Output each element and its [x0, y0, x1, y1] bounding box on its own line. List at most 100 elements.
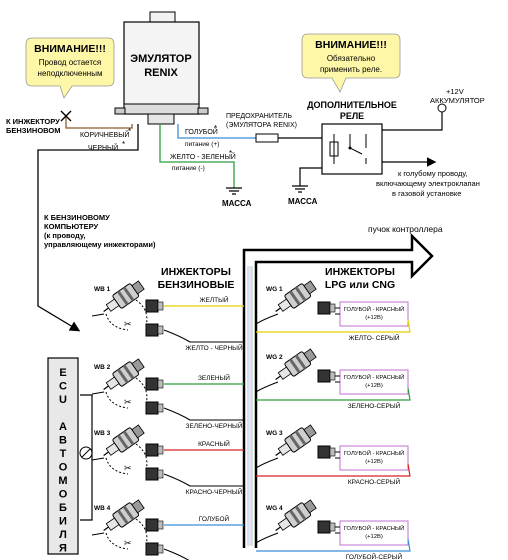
- petrol-wire-a-label: ГОЛУБОЙ: [199, 514, 230, 523]
- petrol-injectors-title-2: БЕНЗИНОВЫЕ: [158, 279, 235, 291]
- to-blue-wire-label-2: включающему электроклапан: [376, 179, 480, 188]
- gas-box-line1: ГОЛУБОЙ - КРАСНЫЙ: [344, 373, 405, 381]
- gas-injector-label: WG 2: [266, 354, 283, 361]
- gas-box-line2: (+12В): [365, 534, 383, 540]
- emulator-renix: ЭМУЛЯТОР RENIX: [114, 11, 209, 125]
- petrol-injector-3: WB 3 ✂ КРАСНЫЙ КРАСНО-ЧЕРНЫЙ: [91, 424, 244, 496]
- ecu-letter: О: [59, 462, 68, 474]
- to-petrol-injector-label-2: БЕНЗИНОВОМ: [6, 126, 60, 135]
- petrol-injector-label: WB 2: [94, 364, 111, 371]
- ecu-letter: Я: [59, 543, 67, 555]
- ecu-letter: О: [59, 489, 68, 501]
- to-computer-label-1: К БЕНЗИНОВОМУ: [44, 213, 110, 222]
- gas-box-line2: (+12В): [365, 315, 383, 321]
- connector-icon: [145, 443, 164, 457]
- injector-icon: [103, 280, 145, 312]
- gas-injector-3: WG 3 ГОЛУБОЙ - КРАСНЫЙ (+12В) КРАСНО-СЕРЫЙ: [255, 424, 411, 486]
- scissors-icon: ✂: [124, 463, 132, 473]
- gas-injector-label: WG 3: [266, 430, 283, 437]
- fuse-label-2: (ЭМУЛЯТОРА RENIX): [226, 122, 297, 129]
- warning-right: ВНИМАНИЕ!!! Обязательно применить реле.: [301, 33, 401, 93]
- blue-power-wire-label: ГОЛУБОЙ: [185, 127, 218, 136]
- gas-wire-label: КРАСНО-СЕРЫЙ: [348, 477, 401, 486]
- battery-label-1: +12V: [446, 87, 464, 96]
- to-computer-label-2: КОМПЬЮТЕРУ: [44, 222, 98, 231]
- svg-text:*: *: [122, 140, 125, 149]
- to-computer-label-3: (к проводу,: [44, 231, 86, 240]
- petrol-injectors-title-1: ИНЖЕКТОРЫ: [161, 266, 231, 278]
- warning-right-title: ВНИМАНИЕ!!!: [315, 39, 387, 51]
- gas-box-line2: (+12В): [365, 383, 383, 389]
- ecu-letter: Т: [60, 448, 67, 460]
- battery-label-2: АККУМУЛЯТОР: [430, 96, 485, 105]
- connector-icon: [317, 369, 336, 383]
- gas-wire-label: ЖЕЛТО- СЕРЫЙ: [348, 333, 399, 342]
- emulator-title: ЭМУЛЯТОР: [130, 53, 191, 65]
- emulator-subtitle: RENIX: [144, 67, 178, 79]
- ecu-letter: В: [59, 435, 67, 447]
- scissors-icon: ✂: [124, 397, 132, 407]
- ground-1-label: МАССА: [222, 199, 252, 208]
- connector-icon: [317, 445, 336, 459]
- connector-icon: [317, 301, 336, 315]
- additional-relay: ДОПОЛНИТЕЛЬНОЕ РЕЛЕ: [307, 100, 397, 175]
- gas-box-line1: ГОЛУБОЙ - КРАСНЫЙ: [344, 449, 405, 457]
- gas-box-line1: ГОЛУБОЙ - КРАСНЫЙ: [344, 305, 405, 313]
- to-computer-label-4: управляющему инжекторами): [44, 240, 156, 249]
- petrol-wire-b-label: КРАСНО-ЧЕРНЫЙ: [186, 487, 243, 496]
- to-blue-wire-label-3: в газовой установке: [392, 189, 461, 198]
- gas-injector-1: WG 1 ГОЛУБОЙ - КРАСНЫЙ (+12В) ЖЕЛТО- СЕРЫЙ: [255, 280, 411, 342]
- petrol-injector-label: WB 1: [94, 286, 111, 293]
- connector-icon: [317, 520, 336, 534]
- warning-left-line2: неподключенным: [38, 69, 103, 78]
- gas-injectors-title-1: ИНЖЕКТОРЫ: [325, 266, 395, 278]
- connector-icon: [145, 377, 164, 391]
- injector-icon: [103, 424, 145, 456]
- svg-text:*: *: [128, 127, 131, 136]
- warning-right-line1: Обязательно: [327, 54, 376, 63]
- petrol-wire-b-label: ЗЕЛЕНО-ЧЕРНЫЙ: [186, 421, 243, 430]
- svg-text:*: *: [214, 124, 217, 133]
- injector-icon: [103, 358, 145, 390]
- ecu-letter: Б: [59, 502, 67, 514]
- connector-icon: [145, 542, 164, 556]
- connector-icon: [145, 401, 164, 415]
- gas-injectors-title-2: LPG или CNG: [325, 279, 395, 291]
- fuse-label-1: ПРЕДОХРАНИТЕЛЬ: [226, 113, 292, 120]
- yellow-green-wire-label: ЖЕЛТО - ЗЕЛЕНЫЙ: [170, 152, 236, 161]
- gas-box-line2: (+12В): [365, 459, 383, 465]
- petrol-injector-4: WB 4✂ГОЛУБОЙГОЛУБОЙ-ЧЕРНЫЙ: [91, 499, 244, 560]
- injector-icon: [275, 424, 317, 456]
- gas-box-line1: ГОЛУБОЙ - КРАСНЫЙ: [344, 524, 405, 532]
- gas-injector-label: WG 1: [266, 286, 283, 293]
- ecu-letter: U: [59, 394, 67, 406]
- petrol-injector-label: WB 3: [94, 430, 111, 437]
- petrol-wire-a-label: КРАСНЫЙ: [198, 439, 230, 448]
- connector-icon: [145, 518, 164, 532]
- petrol-wire-a-label: ЖЕЛТЫЙ: [200, 295, 229, 304]
- power-plus-label: питание (+): [185, 141, 219, 148]
- brown-wire-label: КОРИЧНЕВЫЙ: [80, 130, 129, 139]
- power-minus-label: питание (-): [172, 165, 205, 172]
- ecu-letter: C: [59, 381, 67, 393]
- bundle-label: пучок контроллера: [368, 224, 443, 234]
- ecu-letter: А: [59, 421, 67, 433]
- warning-left: ВНИМАНИЕ!!! Провод остается неподключенн…: [25, 37, 115, 99]
- ecu-letter: Л: [59, 529, 67, 541]
- injector-icon: [103, 499, 145, 531]
- scissors-icon: ✂: [124, 538, 132, 548]
- to-blue-wire-label-1: к голубому проводу,: [398, 169, 467, 178]
- connector-icon: [145, 299, 164, 313]
- gas-wire-label: ГОЛУБОЙ-СЕРЫЙ: [346, 552, 403, 560]
- warning-right-line2: применить реле.: [320, 65, 382, 74]
- to-petrol-injector-label-1: К ИНЖЕКТОРУ: [6, 117, 60, 126]
- ecu-letter: E: [59, 367, 66, 379]
- warning-left-line1: Провод остается: [39, 58, 102, 67]
